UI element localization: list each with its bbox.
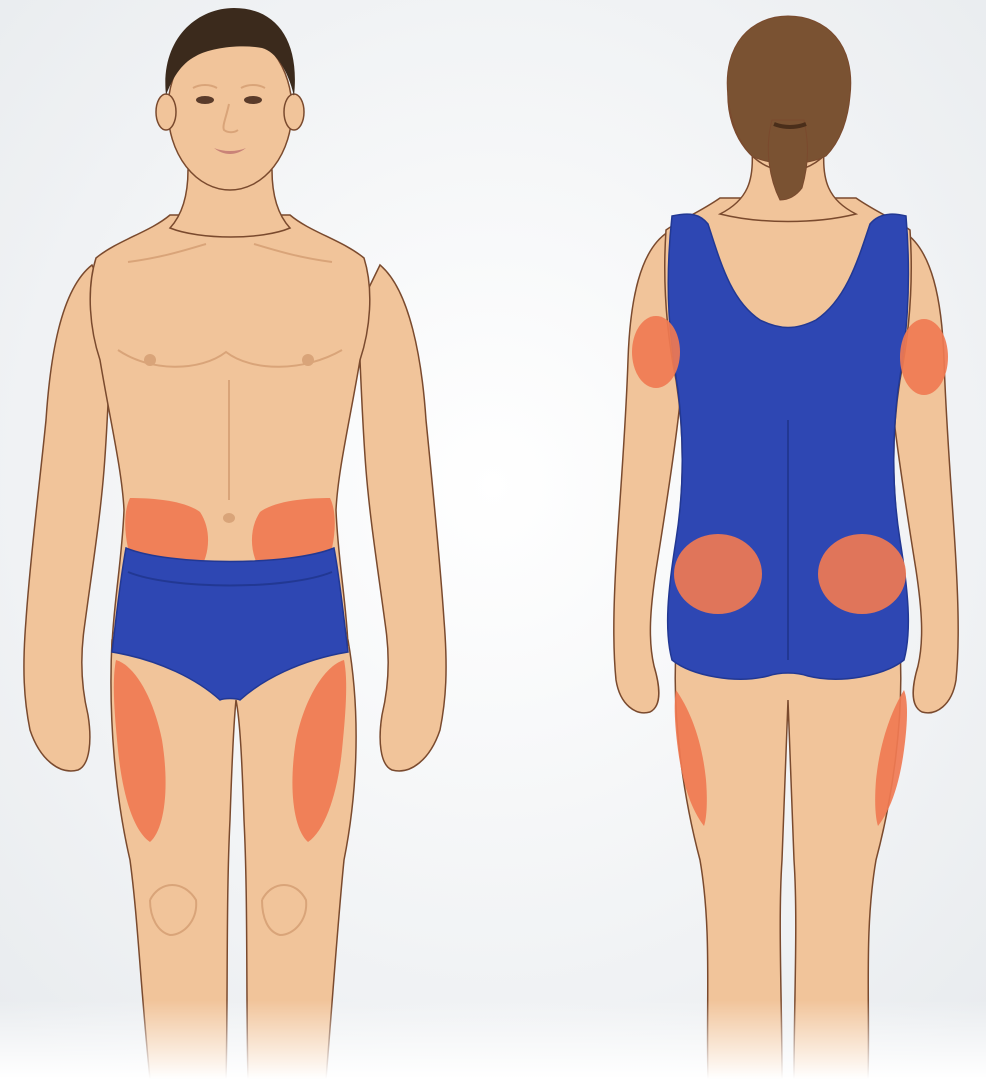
male-right-nipple [302, 354, 314, 366]
injection-site-upper-arm-right [900, 319, 948, 395]
male-left-ear [156, 94, 176, 130]
bottom-fade [0, 1000, 986, 1079]
male-right-eye [244, 96, 262, 104]
male-right-ear [284, 94, 304, 130]
injection-site-buttock-left [674, 534, 762, 614]
male-left-nipple [144, 354, 156, 366]
injection-site-upper-arm-left [632, 316, 680, 388]
injection-site-buttock-right [818, 534, 906, 614]
male-navel [223, 513, 235, 523]
male-left-eye [196, 96, 214, 104]
